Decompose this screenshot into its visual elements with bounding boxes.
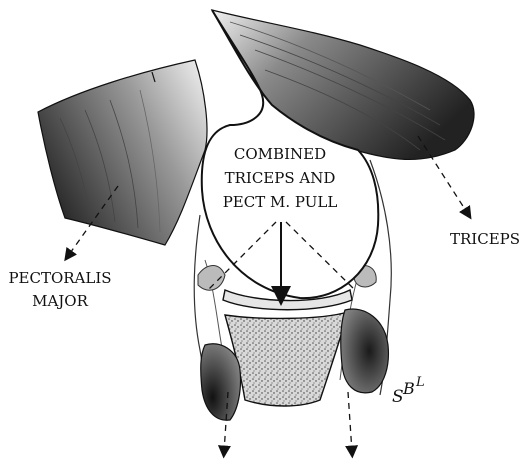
lower-bone	[225, 312, 348, 406]
pectoralis-label-line2: MAJOR	[32, 292, 89, 310]
lower-right-arrow	[348, 392, 352, 452]
lower-left-muscle	[201, 344, 241, 420]
triceps-label: TRICEPS	[450, 230, 520, 248]
combined-label-line1: COMBINED	[234, 145, 326, 163]
lower-right-muscle	[341, 309, 389, 393]
signature-b: B	[402, 379, 415, 398]
combined-label-line3: PECT M. PULL	[223, 193, 338, 211]
pectoralis-major-muscle	[38, 60, 207, 245]
signature-s: S	[392, 387, 404, 407]
pectoralis-label-line1: PECTORALIS	[8, 269, 111, 287]
combined-label-line2: TRICEPS AND	[225, 169, 336, 187]
signature-l: L	[415, 375, 425, 390]
